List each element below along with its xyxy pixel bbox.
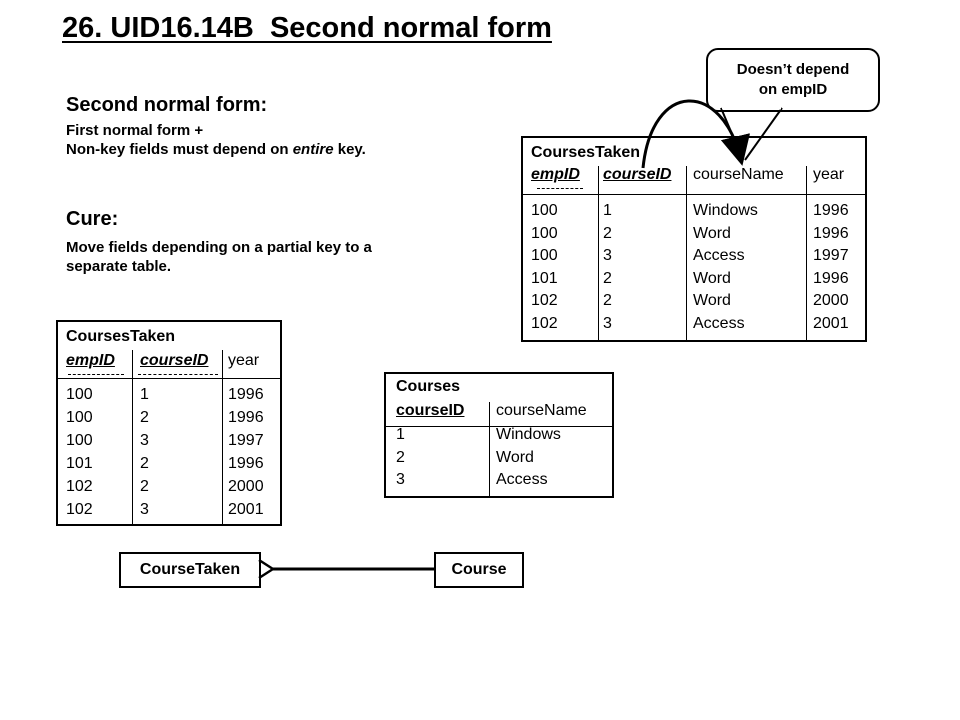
table-cell: 2001 xyxy=(813,314,849,332)
table-cell: 102 xyxy=(66,501,93,518)
table-cell: 2 xyxy=(603,292,612,309)
key-marker-courseid xyxy=(138,374,218,375)
table-cell: 100 xyxy=(66,409,93,426)
table-cell: 3 xyxy=(140,432,149,449)
table-cell: 2 xyxy=(140,409,149,426)
table-cell: Word xyxy=(693,292,731,309)
table-cell: 101 xyxy=(66,455,93,472)
table-cell: 1996 xyxy=(228,409,264,426)
table-cell: 2000 xyxy=(228,478,264,495)
table-cell: 2 xyxy=(396,448,405,466)
col-divider xyxy=(132,350,133,524)
original-courses-taken-table: CoursesTaken empID courseID courseName y… xyxy=(521,136,867,342)
intro-line-2-prefix: Non-key fields must depend on xyxy=(66,141,293,158)
table-cell: Access xyxy=(693,247,745,264)
table-cell: 3 xyxy=(140,501,149,518)
table-cell: 2 xyxy=(140,455,149,472)
table-cell: 2 xyxy=(603,224,612,242)
header-year: year xyxy=(813,166,845,183)
table-cell: 2 xyxy=(140,478,149,495)
table-cell: 3 xyxy=(603,247,612,264)
table-cell: 100 xyxy=(531,247,558,264)
table-name: CoursesTaken xyxy=(66,328,176,345)
table-cell: 1997 xyxy=(813,247,849,264)
table-cell: 100 xyxy=(66,432,93,449)
table-cell: 1996 xyxy=(813,269,849,287)
table-cell: 2000 xyxy=(813,292,849,309)
intro-line-2: Non-key fields must depend on entire key… xyxy=(66,140,366,159)
header-divider xyxy=(58,378,280,379)
table-cell: 3 xyxy=(603,314,612,332)
cure-line-1: Move fields depending on a partial key t… xyxy=(66,239,372,256)
table-cell: 102 xyxy=(66,478,93,495)
slide-title: 26. UID16.14B Second normal form xyxy=(62,12,552,44)
intro-heading: Second normal form: xyxy=(66,94,268,116)
partial-key-marker xyxy=(537,188,583,189)
callout-line-1: Doesn’t depend xyxy=(736,61,850,78)
table-cell: Word xyxy=(496,448,534,466)
intro-line-1: First normal form + xyxy=(66,122,204,139)
table-cell: 1 xyxy=(140,386,149,403)
table-cell: Windows xyxy=(693,202,758,219)
col-divider xyxy=(489,402,490,496)
table-cell: 1 xyxy=(603,202,612,219)
header-coursename: courseName xyxy=(496,402,587,419)
table-cell: Windows xyxy=(496,426,561,443)
table-cell: 1 xyxy=(396,426,405,443)
table-cell: 1996 xyxy=(813,202,849,219)
callout-pointer-right xyxy=(744,107,783,161)
crowsfoot-lower xyxy=(258,567,274,580)
col-divider xyxy=(806,166,807,340)
header-year: year xyxy=(228,352,260,369)
header-divider xyxy=(523,194,865,195)
crowsfoot-upper xyxy=(258,558,274,571)
callout-bubble: Doesn’t depend on empID xyxy=(706,48,880,112)
table-cell: 101 xyxy=(531,269,558,287)
intro-line-2-suffix: key. xyxy=(333,141,366,158)
table-cell: 2001 xyxy=(228,501,264,518)
header-courseid: courseID xyxy=(603,166,672,183)
table-cell: 102 xyxy=(531,292,558,309)
table-cell: 1996 xyxy=(813,224,849,242)
col-divider xyxy=(222,350,223,524)
header-divider xyxy=(386,426,612,427)
table-cell: 100 xyxy=(66,386,93,403)
cure-line-2: separate table. xyxy=(66,258,172,275)
col-divider xyxy=(686,166,687,340)
table-cell: Word xyxy=(693,269,731,287)
split-courses-taken-table: CoursesTaken empID courseID year 100 1 199… xyxy=(56,320,282,526)
entity-course-taken: CourseTaken xyxy=(119,552,261,588)
table-name: Courses xyxy=(396,378,461,395)
intro-line-2-emph: entire xyxy=(292,141,334,158)
callout-line-2: on empID xyxy=(758,81,828,98)
table-cell: 102 xyxy=(531,314,558,332)
table-cell: 3 xyxy=(396,471,405,488)
courses-table: Courses courseID courseName 1 Windows 2 Wor… xyxy=(384,372,614,498)
header-courseid: courseID xyxy=(396,402,465,419)
header-empid: empID xyxy=(66,352,115,369)
table-cell: Access xyxy=(496,471,548,488)
table-cell: 100 xyxy=(531,224,558,242)
table-cell: 1996 xyxy=(228,455,264,472)
table-cell: Access xyxy=(693,314,745,332)
col-divider xyxy=(598,166,599,340)
callout-pointer-left xyxy=(720,107,744,161)
cure-heading: Cure: xyxy=(66,208,119,230)
header-empid: empID xyxy=(531,166,580,183)
table-cell: 1996 xyxy=(228,386,264,403)
entity-course: Course xyxy=(434,552,524,588)
table-name: CoursesTaken xyxy=(531,144,641,161)
table-cell: 2 xyxy=(603,269,612,287)
table-cell: Word xyxy=(693,224,731,242)
table-cell: 1997 xyxy=(228,432,264,449)
header-courseid: courseID xyxy=(140,352,209,369)
header-coursename: courseName xyxy=(693,166,784,183)
key-marker-empid xyxy=(68,374,124,375)
table-cell: 100 xyxy=(531,202,558,219)
